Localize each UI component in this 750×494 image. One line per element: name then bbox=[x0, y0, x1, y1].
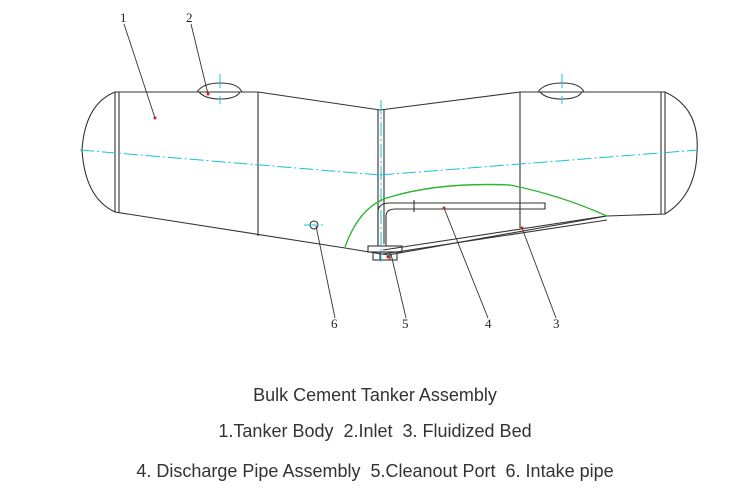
callout-1-label: 1 bbox=[120, 10, 127, 25]
caption-title: Bulk Cement Tanker Assembly bbox=[253, 385, 497, 405]
marker-dots bbox=[153, 92, 524, 259]
leader-lines bbox=[123, 23, 557, 319]
caption-legend-line-2: 4. Discharge Pipe Assembly 5.Cleanout Po… bbox=[136, 461, 614, 481]
tanker-body bbox=[81, 82, 698, 261]
tanker-drawing: 1 2 3 4 5 6 bbox=[79, 10, 699, 331]
callout-6-label: 6 bbox=[331, 316, 338, 331]
callout-5-label: 5 bbox=[402, 316, 409, 331]
callout-4-label: 4 bbox=[485, 316, 492, 331]
caption-legend-line-1: 1.Tanker Body 2.Inlet 3. Fluidized Bed bbox=[218, 421, 532, 441]
callout-2-label: 2 bbox=[186, 10, 193, 25]
centerlines bbox=[79, 74, 699, 262]
callout-3-label: 3 bbox=[553, 316, 560, 331]
fluidized-bed-outline bbox=[344, 183, 608, 248]
